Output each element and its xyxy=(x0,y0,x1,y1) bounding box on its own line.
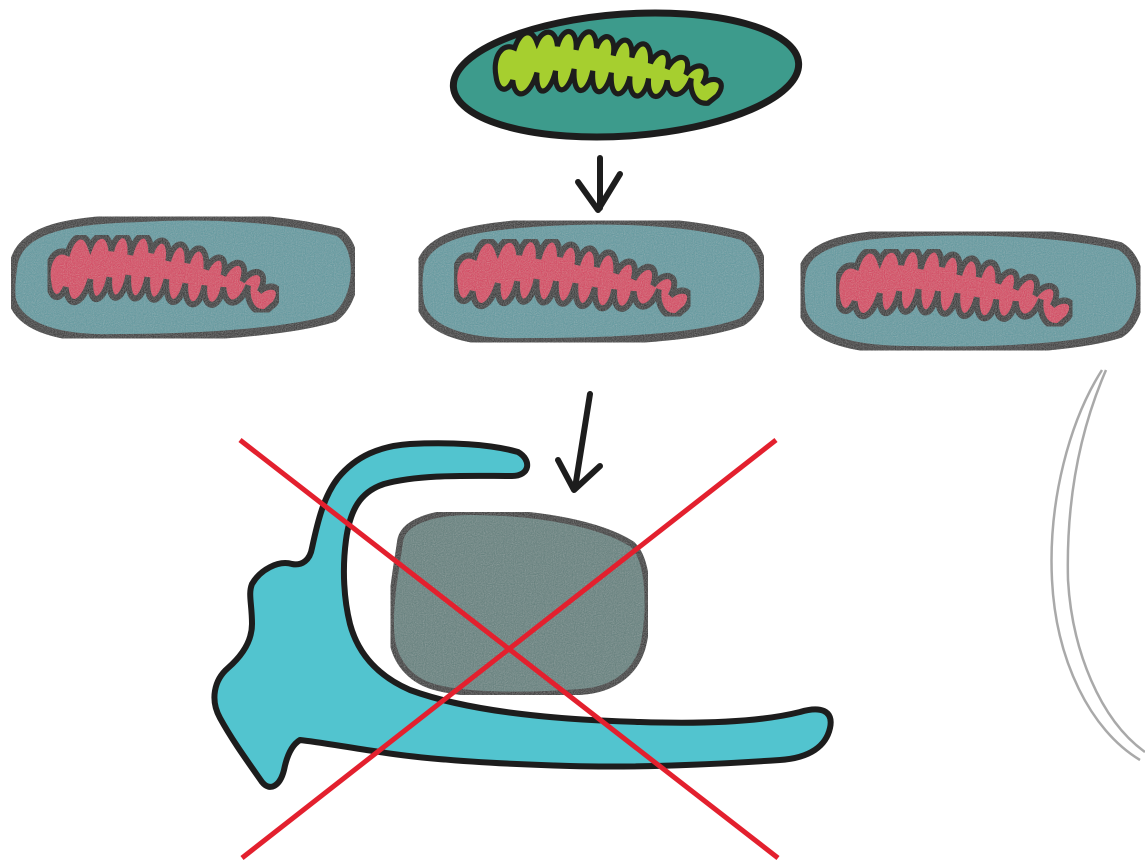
faint-arc xyxy=(1052,370,1145,760)
arrow-down-icon-2 xyxy=(558,394,600,490)
arrow-down-icon xyxy=(578,158,620,210)
healthy-mitochondrion xyxy=(449,2,803,148)
damaged-mitochondrion-3 xyxy=(801,232,1141,351)
damaged-mitochondrion-1 xyxy=(11,217,355,339)
damaged-mitochondrion-2 xyxy=(419,221,764,343)
swollen-mitochondrion xyxy=(391,512,648,695)
